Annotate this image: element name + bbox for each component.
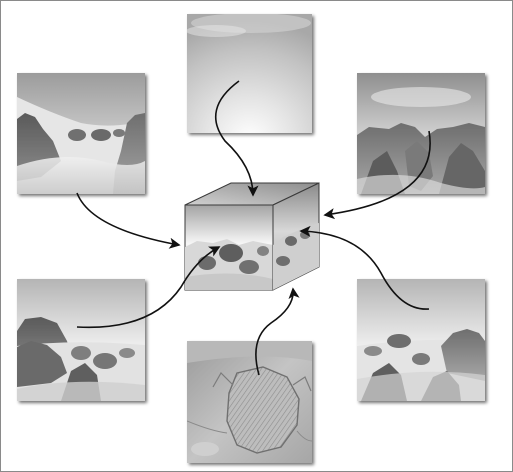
arrow-front-to-cube	[76, 246, 221, 329]
face-top-sky	[187, 14, 312, 133]
face-front-mountains	[17, 279, 145, 401]
cube-side-face	[272, 182, 320, 291]
arrow-top-to-cube	[215, 80, 259, 197]
arrow-bottom-to-cube	[255, 287, 300, 376]
face-bottom-ground	[187, 341, 312, 463]
arrow-back-to-cube	[323, 130, 431, 220]
cube-front-face	[184, 204, 274, 291]
face-left-misty-mountains	[17, 73, 145, 194]
face-right-foggy-peaks	[357, 279, 485, 401]
skybox-cube	[184, 182, 320, 291]
arrow-right-to-cube	[299, 225, 430, 310]
arrow-left-to-cube	[76, 192, 181, 249]
face-back-cliffs	[357, 73, 485, 194]
